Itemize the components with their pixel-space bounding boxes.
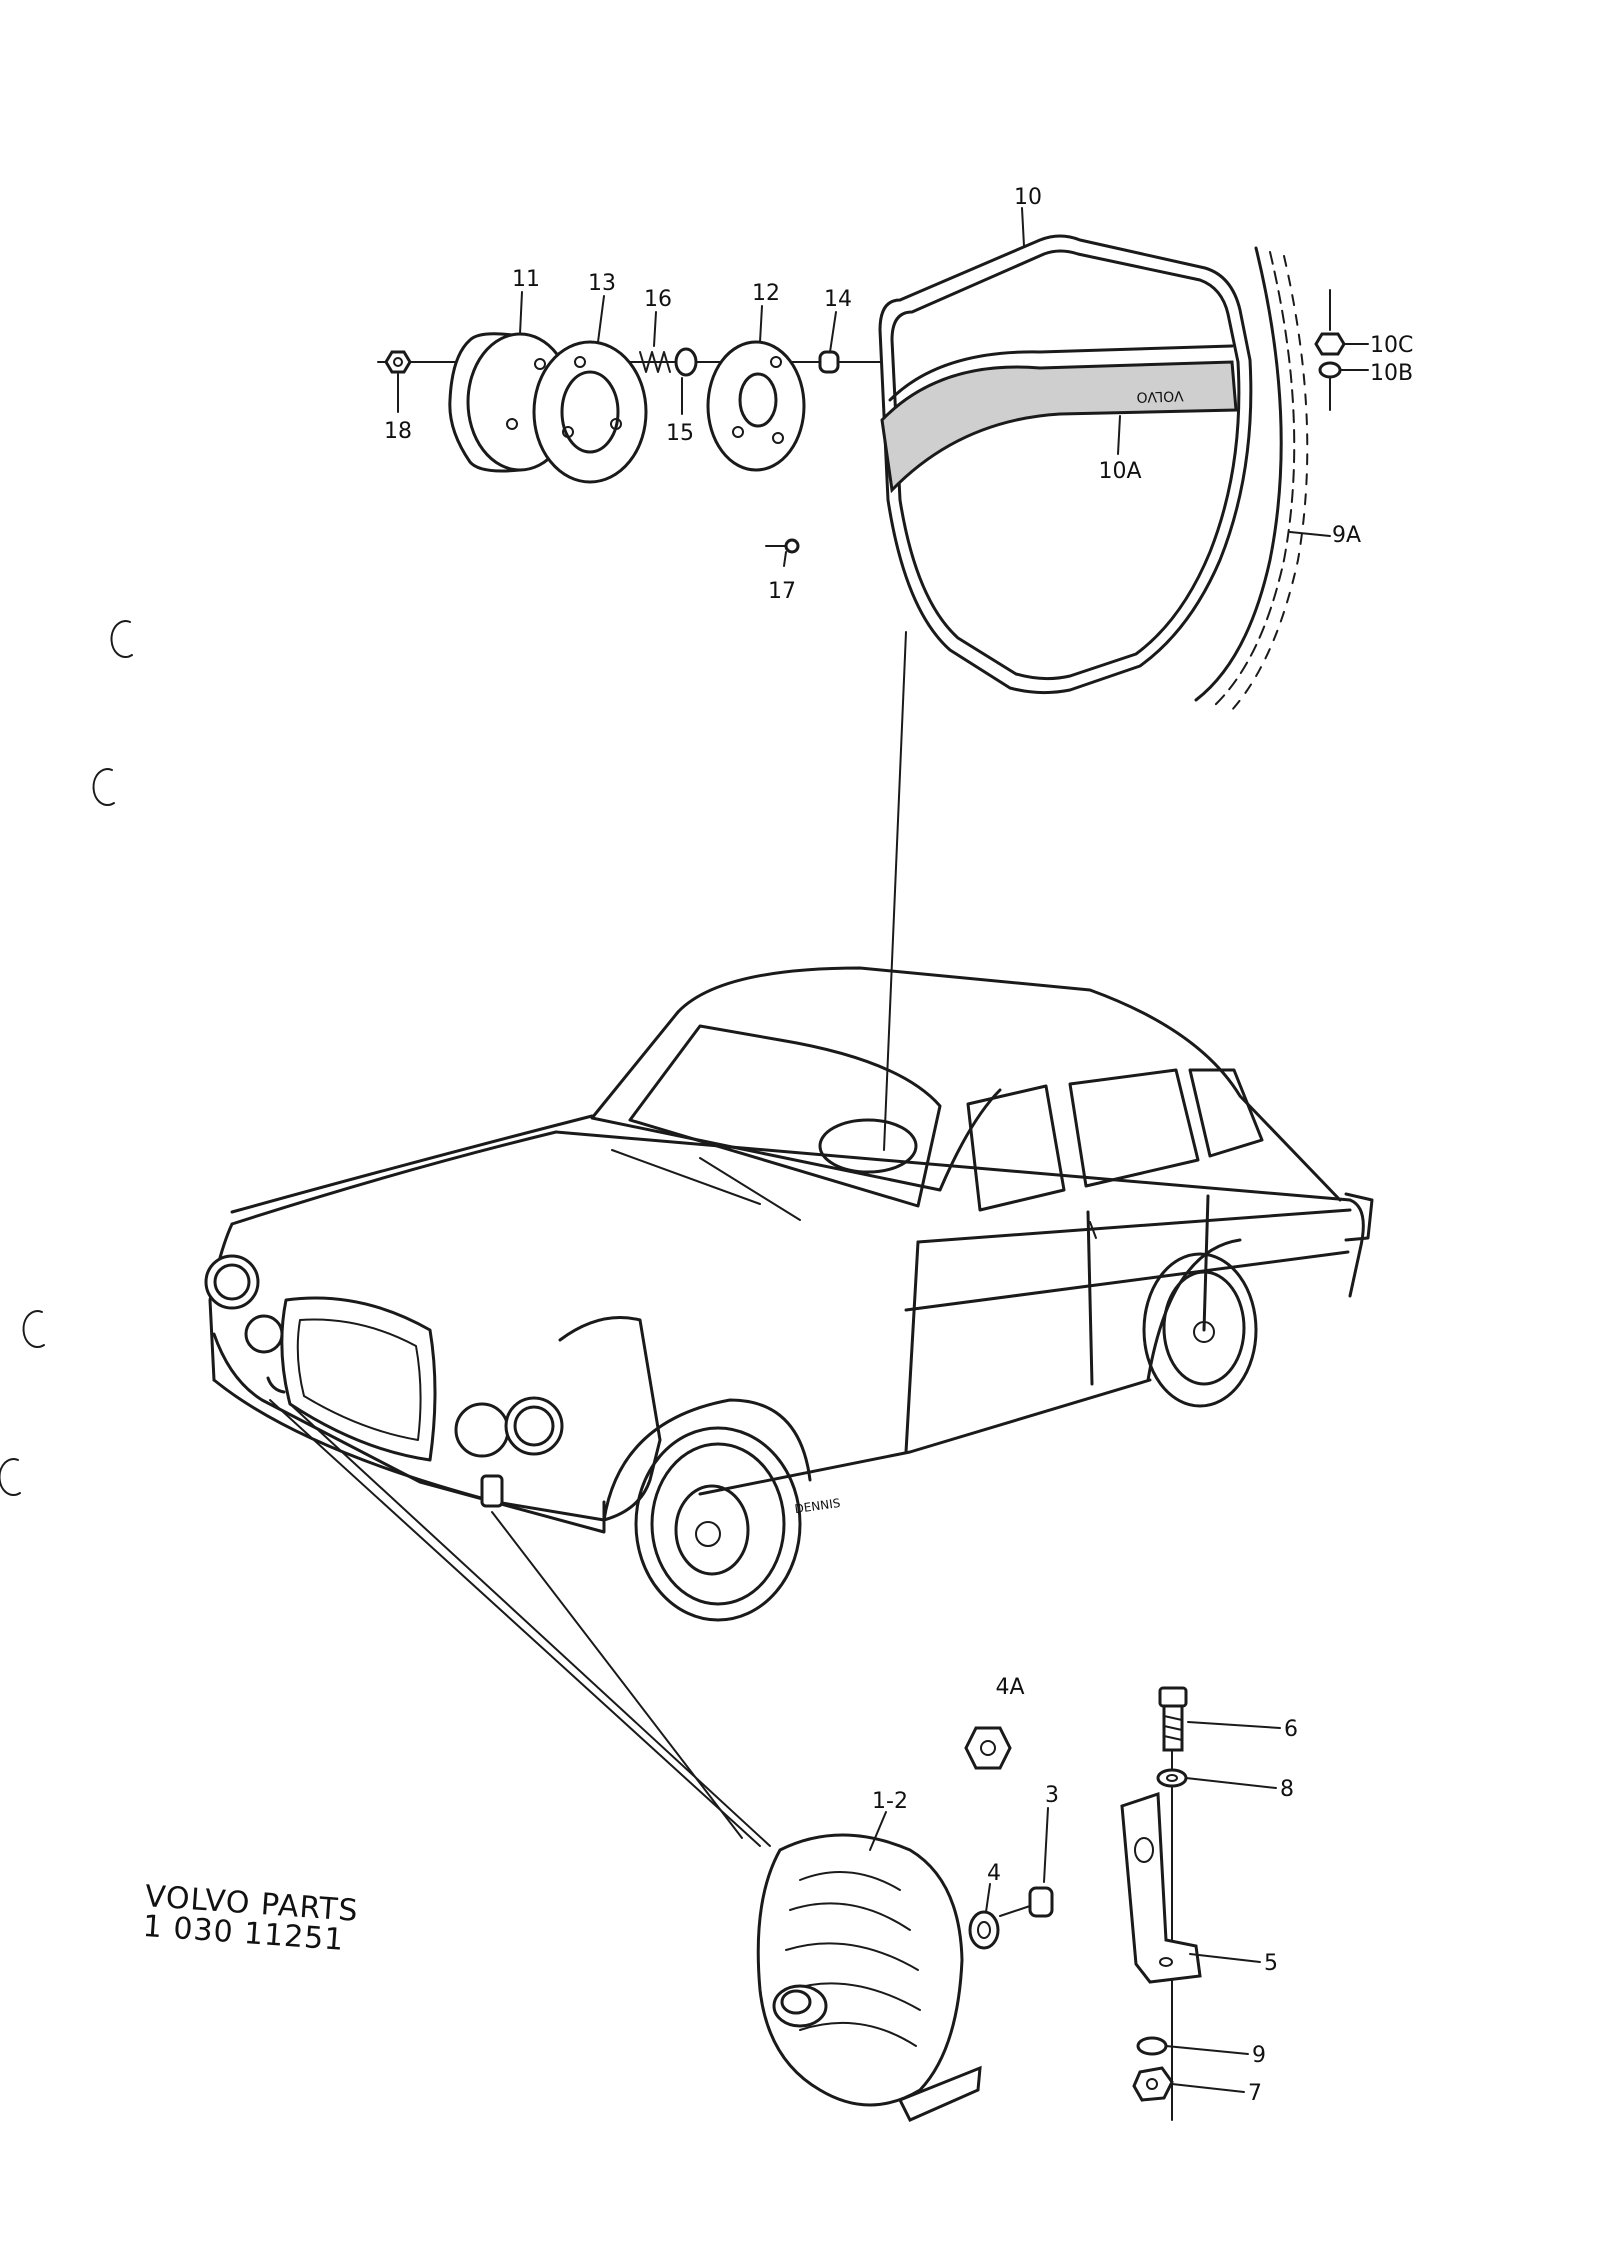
bushing-14 — [818, 350, 840, 374]
callout-18: 18 — [384, 419, 412, 444]
washer-10b — [1318, 361, 1342, 411]
callout-14: 14 — [824, 287, 852, 312]
callout-9a: 9A — [1332, 523, 1361, 548]
washer-9 — [1136, 2036, 1168, 2056]
emblem-strip-10a: VOLVO — [880, 344, 1238, 494]
callout-17: 17 — [768, 579, 796, 604]
leader-lines-horn — [269, 1399, 771, 1847]
artist-signature: DENNIS — [794, 1496, 841, 1516]
callout-4a: 4A — [995, 1675, 1024, 1700]
callout-10c: 10C — [1370, 333, 1413, 358]
nut-4a — [964, 1726, 1012, 1770]
horn-1-2 — [756, 1833, 982, 2122]
callout-6: 6 — [1284, 1717, 1298, 1742]
callout-leaders — [397, 207, 1369, 2093]
callout-3: 3 — [1045, 1783, 1059, 1808]
callout-4: 4 — [987, 1861, 1001, 1886]
callout-10a: 10A — [1098, 459, 1141, 484]
nut-10c — [1314, 289, 1346, 356]
callout-15: 15 — [666, 421, 694, 446]
callout-12: 12 — [752, 281, 780, 306]
bolt-3 — [999, 1886, 1054, 1918]
leader-line-pad — [883, 631, 907, 1151]
bolt-6 — [1158, 1686, 1188, 1752]
washer-8 — [1156, 1768, 1188, 1788]
callout-11: 11 — [512, 267, 540, 292]
lock-washer-4 — [968, 1910, 1000, 1950]
horn-button-assembly — [377, 332, 881, 554]
steering-wheel-rim-9a — [1194, 246, 1309, 711]
nut-18 — [384, 350, 412, 374]
bracket-assembly — [1120, 1686, 1202, 2121]
callout-9: 9 — [1252, 2043, 1266, 2068]
screw-17 — [765, 538, 800, 554]
disc-12 — [706, 340, 806, 472]
binder-punch-marks — [0, 620, 133, 1496]
bracket-5 — [1120, 1791, 1202, 1984]
callout-8: 8 — [1280, 1777, 1294, 1802]
callout-13: 13 — [588, 271, 616, 296]
steering-pad-10: VOLVO — [878, 234, 1253, 695]
callout-10: 10 — [1014, 185, 1042, 210]
callout-10b: 10B — [1370, 361, 1413, 386]
callout-7: 7 — [1248, 2081, 1262, 2106]
washer-15 — [674, 347, 698, 377]
callout-16: 16 — [644, 287, 672, 312]
emblem-text: VOLVO — [1136, 387, 1183, 405]
callout-5: 5 — [1264, 1951, 1278, 1976]
ring-13 — [532, 340, 648, 484]
callout-labels: 10 11 13 16 12 14 18 15 17 10C 10B 10A 9… — [384, 185, 1413, 2106]
volvo-sedan-illustration: DENNIS — [204, 966, 1374, 1622]
nut-7 — [1132, 2066, 1174, 2102]
callout-1-2: 1-2 — [872, 1789, 908, 1814]
catalog-caption: VOLVO PARTS 1 030 11251 — [142, 1879, 360, 1958]
